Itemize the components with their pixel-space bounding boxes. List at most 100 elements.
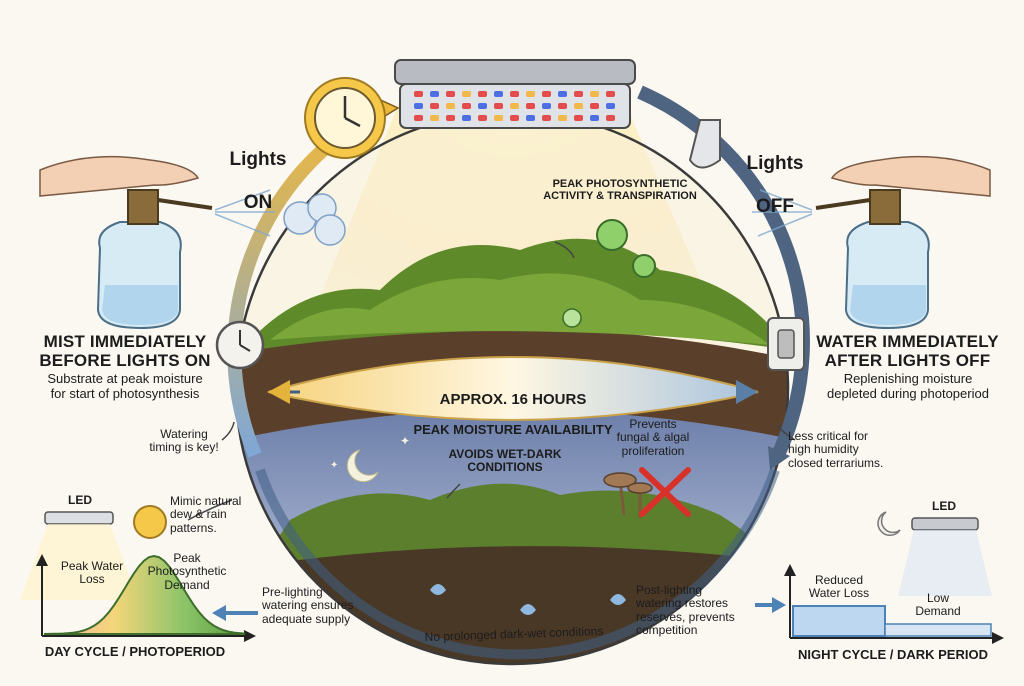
night-cycle-chart [755,511,1004,644]
lower-moss [260,483,770,565]
led-dot [462,103,471,109]
band-arrow-right [736,380,758,404]
led-dot [510,115,519,121]
avoids-label: AVOIDS WET-DARK CONDITIONS [448,447,562,475]
led-dot [446,91,455,97]
led-dot [526,115,535,121]
peak-activity-label: PEAK PHOTOSYNTHETIC ACTIVITY & TRANSPIRA… [543,178,697,203]
night-cycle-arrow [637,85,810,458]
led-dot [414,91,423,97]
led-dot [526,103,535,109]
led-dot [478,91,487,97]
right-panel-title: WATER IMMEDIATELY AFTER LIGHTS OFF [816,332,999,371]
led-dot [446,115,455,121]
led-dot [542,91,551,97]
led-dot [558,103,567,109]
led-dot [414,103,423,109]
mist-cloud-icon [283,193,346,246]
center-band-line2: PEAK MOISTURE AVAILABILITY [413,421,613,437]
led-dots [414,91,615,121]
reduced-loss-bar [792,605,886,637]
led-dot [446,103,455,109]
post-lighting-note: Post-lighting watering restores reserves… [636,583,735,638]
hand-right-icon [830,155,991,197]
led-dot [606,91,615,97]
chloroplast-icon [562,219,656,328]
lights-off-line1: Lights [746,153,804,175]
lights-on-label: Lights ON [228,128,288,213]
day-cycle-caption: DAY CYCLE / PHOTOPERIOD [44,644,226,659]
led-dot [606,115,615,121]
led-dot [462,115,471,121]
spray-bottle-right-icon [815,189,930,330]
night-led-label: LED [932,499,956,513]
star-icon: ✦ [400,434,410,448]
moon-icon [346,449,379,483]
low-demand-label: Low Demand [915,591,961,619]
led-dot [430,115,439,121]
center-band-label: APPROX. 16 HOURS PEAK MOISTURE AVAILABIL… [385,377,641,437]
led-dot [542,115,551,121]
led-dot [430,91,439,97]
led-dot [494,91,503,97]
hand-left-icon [39,155,200,197]
star-icon: ✦ [330,460,338,471]
led-dot [590,103,599,109]
red-x-icon [639,467,691,517]
led-dot [558,91,567,97]
right-panel-desc: Replenishing moisture depleted during ph… [827,371,989,401]
led-dot [574,91,583,97]
led-dot [494,103,503,109]
led-small-icon [911,517,979,531]
timing-note: Watering timing is key! [149,427,219,455]
led-dot [510,103,519,109]
low-demand-bar [884,623,992,637]
water-loss-curve [43,554,245,635]
prevents-label: Prevents fungal & algal proliferation [616,417,690,458]
led-dot [590,115,599,121]
wall-clock-icon [215,320,265,370]
pre-lighting-note: Pre-lighting watering ensures adequate s… [262,585,354,626]
led-dot [414,115,423,121]
light-switch-icon [767,317,805,371]
moon-small-icon [877,511,901,537]
sun-icon [133,505,167,539]
led-dot [606,103,615,109]
left-panel-title: MIST IMMEDIATELY BEFORE LIGHTS ON [39,332,211,371]
spray-bottle-left-icon [96,189,213,330]
led-dot [558,115,567,121]
led-dot [590,91,599,97]
peak-demand-label: Peak Photosynthetic Demand [147,551,227,592]
led-dot [574,115,583,121]
led-dot [478,103,487,109]
mist-spray-left-icon [214,189,275,237]
lights-on-line2: ON [243,191,273,213]
switch-off-icon [688,119,721,169]
led-dot [574,103,583,109]
reduced-water-loss-label: Reduced Water Loss [808,573,870,601]
led-dot [510,91,519,97]
led-dot [430,103,439,109]
left-panel-desc: Substrate at peak moisture for start of … [47,371,203,401]
day-led-label: LED [68,493,92,507]
mist-spray-right-icon [752,189,813,237]
led-dot [526,91,535,97]
led-small-icon [44,511,114,525]
lights-on-line1: Lights [229,149,287,171]
less-critical-note: Less critical for high humidity closed t… [788,429,884,470]
lights-off-line2: OFF [756,195,794,217]
sun-clock-icon [304,77,386,159]
band-arrow-left [268,380,290,404]
day-cycle-chart [20,505,258,642]
lights-off-label: Lights OFF [740,132,810,217]
mimic-note: Mimic natural dew & rain patterns. [170,494,242,535]
peak-water-loss-label: Peak Water Loss [60,559,124,587]
night-cycle-caption: NIGHT CYCLE / DARK PERIOD [798,647,988,662]
dark-return-arrow [255,468,780,660]
led-dot [462,91,471,97]
led-dot [494,115,503,121]
center-band-line1: APPROX. 16 HOURS [439,390,587,408]
led-dot [542,103,551,109]
led-dot [478,115,487,121]
